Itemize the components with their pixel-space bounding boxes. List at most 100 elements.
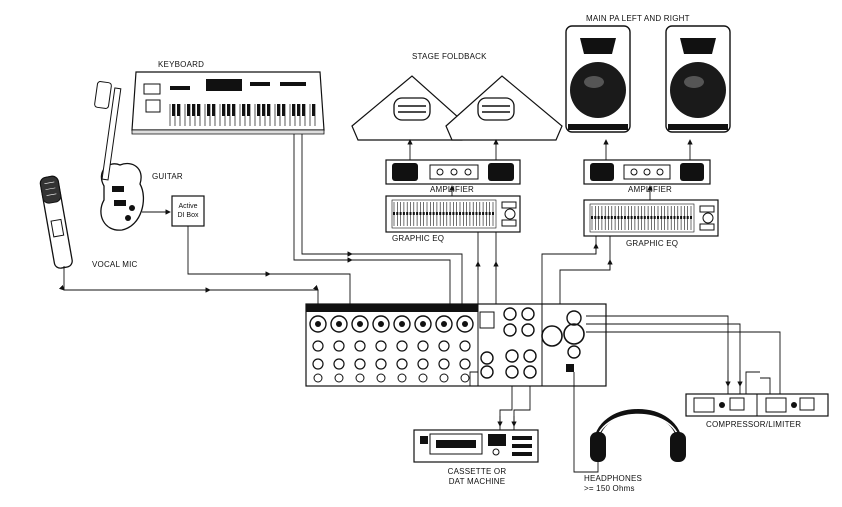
keyboard-black-key bbox=[177, 104, 180, 116]
eq-slider-knob bbox=[442, 212, 445, 215]
cassette-label-line1: CASSETTE OR bbox=[447, 467, 507, 476]
eq-slider-knob bbox=[620, 216, 623, 219]
eq-slider-knob bbox=[607, 216, 610, 219]
graphic-eq-left-icon bbox=[385, 195, 521, 233]
eq-slider-knob bbox=[591, 216, 593, 219]
eq-slider-knob bbox=[412, 212, 415, 215]
compressor-limiter-label: COMPRESSOR/LIMITER bbox=[706, 420, 802, 429]
xlr-input-jack-center bbox=[357, 321, 363, 327]
keyboard-black-key bbox=[277, 104, 280, 116]
eq-slider-knob bbox=[686, 216, 689, 219]
stage-foldback-left-icon bbox=[351, 75, 469, 141]
eq-slider-knob bbox=[482, 212, 485, 215]
eq-slider-knob bbox=[399, 212, 402, 215]
eq-slider-knob bbox=[594, 216, 597, 219]
insert-jack bbox=[417, 358, 429, 370]
keyboard-black-key bbox=[267, 104, 270, 116]
keyboard-black-key bbox=[222, 104, 225, 116]
vocal-mic-icon bbox=[39, 175, 73, 269]
eq-slider-knob bbox=[640, 216, 643, 219]
line-input-jack bbox=[333, 340, 345, 352]
eq-slider-knob bbox=[452, 212, 455, 215]
guitar-label: GUITAR bbox=[152, 172, 183, 181]
eq-slider-knob bbox=[488, 212, 491, 215]
keyboard-black-key bbox=[302, 104, 305, 116]
eq-slider-knob bbox=[429, 212, 432, 215]
eq-slider-knob bbox=[419, 212, 422, 215]
stage-foldback-label: STAGE FOLDBACK bbox=[412, 52, 487, 61]
eq-slider-knob bbox=[650, 216, 653, 219]
aux-jack bbox=[376, 373, 386, 383]
headphones-label-line2: >= 150 Ohms bbox=[584, 484, 635, 493]
compressor-limiter-icon bbox=[685, 393, 829, 417]
eq-slider-knob bbox=[643, 216, 646, 219]
eq-slider-knob bbox=[468, 212, 471, 215]
keyboard-black-key bbox=[262, 104, 265, 116]
stage-foldback-right-icon bbox=[445, 75, 563, 141]
eq-slider-knob bbox=[690, 216, 692, 219]
graphic-eq-right-label: GRAPHIC EQ bbox=[626, 239, 679, 248]
eq-slider-knob bbox=[422, 212, 425, 215]
amplifier-right-icon bbox=[583, 159, 711, 185]
aux-jack bbox=[397, 373, 407, 383]
xlr-input-jack-center bbox=[462, 321, 468, 327]
cables bbox=[58, 134, 781, 473]
eq-slider-knob bbox=[660, 216, 663, 219]
eq-slider-knob bbox=[600, 216, 603, 219]
eq-slider-knob bbox=[393, 212, 395, 215]
line-input-jack bbox=[438, 340, 450, 352]
keyboard-black-key bbox=[312, 104, 315, 116]
graphic-eq-left-label: GRAPHIC EQ bbox=[392, 234, 445, 243]
eq-slider-knob bbox=[653, 216, 656, 219]
line-input-jack bbox=[396, 340, 408, 352]
eq-slider-knob bbox=[610, 216, 613, 219]
eq-slider-knob bbox=[617, 216, 620, 219]
eq-slider-knob bbox=[633, 216, 636, 219]
guitar-icon bbox=[94, 81, 144, 231]
aux-jack bbox=[460, 373, 470, 383]
amplifier-right-label: AMPLIFIER bbox=[628, 185, 673, 194]
eq-slider-knob bbox=[680, 216, 683, 219]
keyboard-black-key bbox=[257, 104, 260, 116]
eq-slider-knob bbox=[604, 216, 607, 219]
eq-slider-knob bbox=[406, 212, 409, 215]
keyboard-black-key bbox=[292, 104, 295, 116]
keyboard-black-key bbox=[232, 104, 235, 116]
keyboard-black-key bbox=[227, 104, 230, 116]
xlr-input-jack-center bbox=[336, 321, 342, 327]
eq-slider-knob bbox=[637, 216, 640, 219]
vocal-mic-label: VOCAL MIC bbox=[92, 260, 138, 269]
keyboard-icon bbox=[131, 71, 325, 135]
eq-slider-knob bbox=[683, 216, 686, 219]
eq-slider-knob bbox=[624, 216, 626, 219]
eq-slider-knob bbox=[666, 216, 669, 219]
insert-jack bbox=[354, 358, 366, 370]
keyboard-black-key bbox=[242, 104, 245, 116]
cassette-dat-machine-icon bbox=[413, 429, 539, 463]
keyboard-black-key bbox=[212, 104, 215, 116]
eq-slider-knob bbox=[676, 216, 679, 219]
eq-slider-knob bbox=[673, 216, 676, 219]
eq-slider-knob bbox=[416, 212, 419, 215]
keyboard-black-key bbox=[297, 104, 300, 116]
eq-slider-knob bbox=[409, 212, 412, 215]
eq-slider-knob bbox=[627, 216, 630, 219]
insert-jack bbox=[459, 358, 471, 370]
keyboard-black-key bbox=[247, 104, 250, 116]
eq-slider-knob bbox=[435, 212, 438, 215]
main-pa-label: MAIN PA LEFT AND RIGHT bbox=[586, 14, 690, 23]
amplifier-left-label: AMPLIFIER bbox=[430, 185, 475, 194]
eq-slider-knob bbox=[459, 212, 461, 215]
eq-slider-knob bbox=[485, 212, 488, 215]
xlr-input-jack-center bbox=[315, 321, 321, 327]
eq-slider-knob bbox=[402, 212, 405, 215]
eq-slider-knob bbox=[630, 216, 633, 219]
insert-jack bbox=[396, 358, 408, 370]
eq-slider-knob bbox=[455, 212, 458, 215]
mixer-icon bbox=[305, 303, 607, 387]
eq-slider-knob bbox=[426, 212, 428, 215]
headphones-icon bbox=[590, 409, 686, 462]
aux-jack bbox=[355, 373, 365, 383]
